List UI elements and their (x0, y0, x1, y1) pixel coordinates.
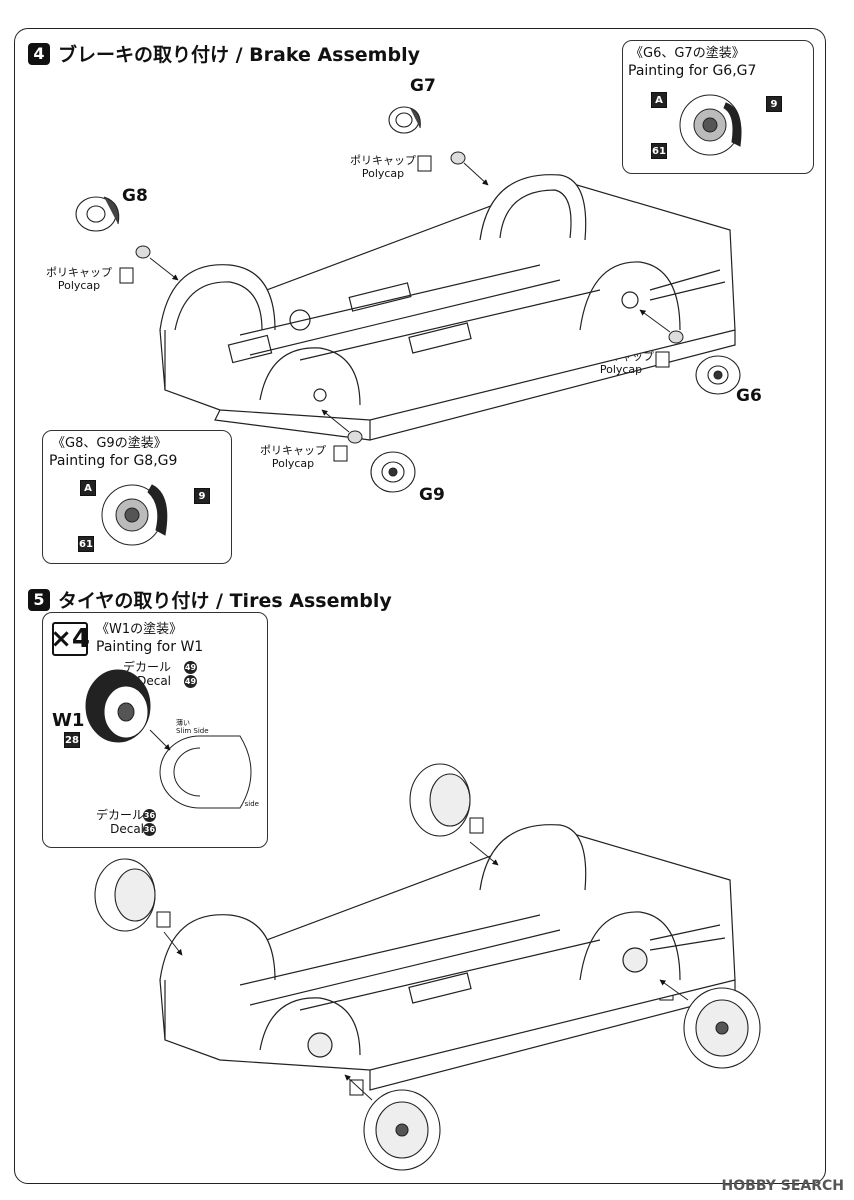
paint-code-61-2: 61 (78, 536, 94, 552)
wheel-rear-right (683, 987, 761, 1069)
step-4-header: 4 ブレーキの取り付け / Brake Assembly (28, 40, 420, 67)
polycap-label-g7: ポリキャップ Polycap (350, 154, 416, 180)
decal-code-36: 36 (143, 809, 156, 822)
polycap-g6 (668, 330, 684, 344)
rotor-g6 (695, 355, 741, 395)
paint-code-9-2: 9 (194, 488, 210, 504)
polycap-g7 (450, 151, 466, 165)
step-5-title: タイヤの取り付け / Tires Assembly (58, 590, 392, 612)
step-4-number: 4 (28, 42, 50, 65)
part-label-w1: W1 (52, 710, 85, 731)
step-5-header: 5 タイヤの取り付け / Tires Assembly (28, 586, 392, 613)
rotor-g8 (75, 196, 120, 232)
watermark: HOBBY SEARCH (721, 1178, 844, 1194)
callout-w1-subtitle: Painting for W1 (96, 639, 204, 655)
wheel-front-left (94, 858, 156, 932)
part-label-g8: G8 (122, 186, 148, 206)
polycap-en: Polycap (271, 457, 315, 470)
polycap-label-g9: ポリキャップ Polycap (260, 444, 326, 470)
decal-49-label: デカール Decal (123, 660, 171, 688)
decal-36-label: デカール Decal (96, 808, 144, 836)
polycap-g9 (347, 430, 363, 444)
slim-en: Slim Side (176, 727, 209, 735)
callout-g6g7-title: 《G6、G7の塗装》 (630, 46, 745, 61)
decal-en: Decal (137, 674, 172, 688)
paint-code-a: A (651, 92, 667, 108)
polycap-en: Polycap (57, 279, 101, 292)
callout-g8g9-title: 《G8、G9の塗装》 (52, 436, 167, 451)
callout-g8g9-subtitle: Painting for G8,G9 (49, 453, 178, 469)
polycap-en: Polycap (361, 167, 405, 180)
polycap-jp: ポリキャップ (350, 154, 416, 167)
page-frame (14, 28, 826, 1184)
decal-code-49b: 49 (184, 675, 197, 688)
part-code-28: 28 (64, 732, 80, 748)
part-label-g9: G9 (419, 485, 445, 505)
decal-en: Decal (110, 822, 145, 836)
polycap-en: Polycap (599, 363, 643, 376)
slim-jp: 薄い (176, 719, 190, 727)
disc-painting-g8-g9 (101, 484, 168, 546)
callout-painting-w1 (42, 612, 268, 848)
rotor-g9 (370, 451, 416, 493)
wheel-rear-left (409, 763, 471, 837)
step-5-number: 5 (28, 588, 50, 611)
step-4-title: ブレーキの取り付け / Brake Assembly (58, 44, 420, 66)
quantity-x4: ×4 (50, 622, 90, 656)
decal-code-49: 49 (184, 661, 197, 674)
rotor-g7 (388, 106, 421, 134)
wheel-w1 (85, 669, 151, 743)
callout-g6g7-subtitle: Painting for G6,G7 (628, 63, 757, 79)
decal-jp: デカール (123, 660, 172, 674)
part-label-g7: G7 (410, 76, 436, 96)
chassis-bottom (159, 824, 736, 1091)
paint-code-61: 61 (651, 143, 667, 159)
slim-side-label: 薄い Slim Side (176, 719, 209, 735)
decal-code-36b: 36 (143, 823, 156, 836)
fat-en: Fat side (232, 800, 259, 808)
decal-jp: デカール (96, 808, 145, 822)
chassis-top (159, 174, 736, 441)
tire-w1 (159, 735, 252, 809)
polycap-jp: ポリキャップ (260, 444, 326, 457)
callout-w1-title: 《W1の塗装》 (96, 622, 183, 637)
paint-code-a-2: A (80, 480, 96, 496)
wheel-front-right (363, 1089, 441, 1171)
disc-painting-g6-g7 (679, 94, 742, 156)
paint-code-9: 9 (766, 96, 782, 112)
polycap-g8 (135, 245, 151, 259)
polycap-jp: ポリキャップ (46, 266, 112, 279)
polycap-label-g8: ポリキャップ Polycap (46, 266, 112, 292)
part-label-g6: G6 (736, 386, 762, 406)
